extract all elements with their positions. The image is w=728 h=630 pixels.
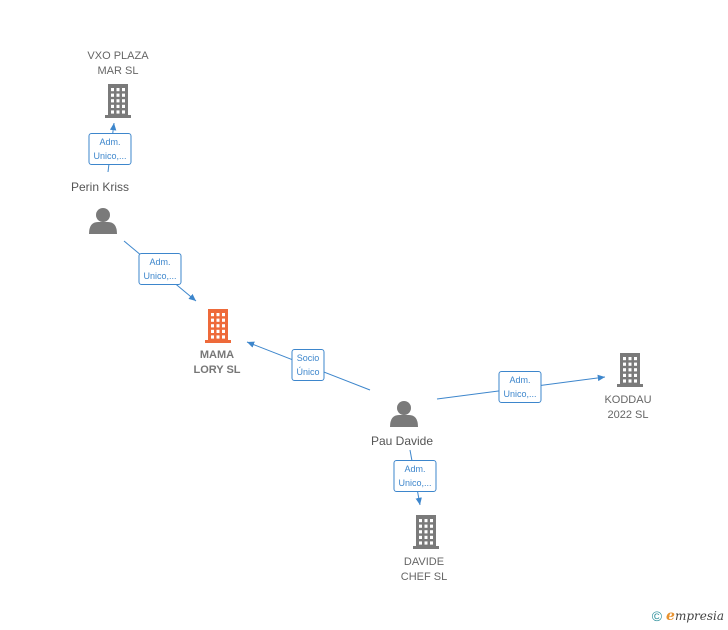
node-label-perin[interactable]: Perin Kriss	[70, 180, 130, 194]
building-icon-davide[interactable]	[413, 515, 439, 549]
copyright-symbol: ©	[651, 608, 663, 624]
person-icon-pau[interactable]	[390, 401, 418, 427]
node-label-davide[interactable]: DAVIDE CHEF SL	[400, 556, 448, 583]
person-icon-perin[interactable]	[89, 208, 117, 234]
edge-label-perin-vxo[interactable]: Adm. Unico,...	[88, 133, 132, 165]
node-label-koddau[interactable]: KODDAU 2022 SL	[604, 394, 652, 421]
node-label-pau[interactable]: Pau Davide	[370, 434, 434, 448]
building-icon-koddau[interactable]	[617, 353, 643, 387]
logo-initial: e	[666, 608, 675, 624]
empresia-logo[interactable]: empresia	[666, 608, 724, 624]
edge-label-pau-mama[interactable]: Socio Único	[291, 349, 325, 381]
edge-label-pau-koddau[interactable]: Adm. Unico,...	[498, 371, 542, 403]
node-label-vxo[interactable]: VXO PLAZA MAR SL	[87, 50, 149, 77]
node-label-mama[interactable]: MAMA LORY SL	[193, 349, 241, 376]
edge-label-perin-mama[interactable]: Adm. Unico,...	[138, 253, 182, 285]
logo-text: mpresia	[674, 609, 724, 623]
edge-label-pau-davide[interactable]: Adm. Unico,...	[393, 460, 437, 492]
footer-brand: © empresia	[652, 608, 724, 624]
building-icon-vxo[interactable]	[105, 84, 131, 118]
building-icon-mama[interactable]	[205, 309, 231, 343]
